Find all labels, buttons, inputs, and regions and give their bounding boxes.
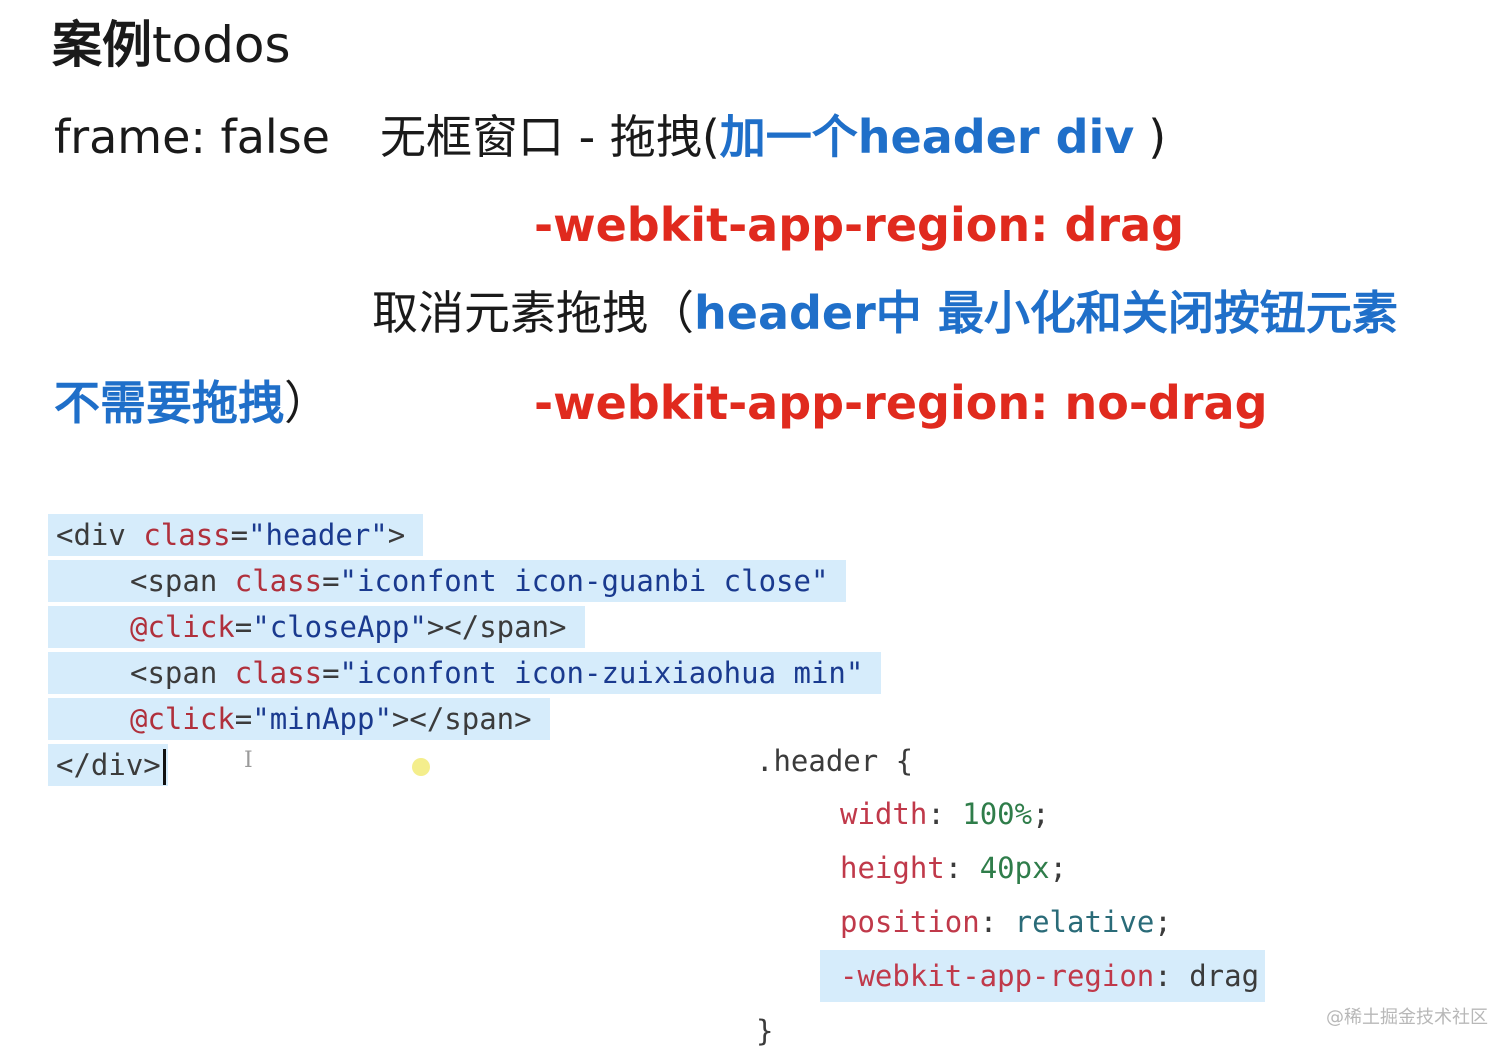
css-line-position: position: relative; xyxy=(840,905,1172,939)
code-line-2: <span class="iconfont icon-guanbi close" xyxy=(48,560,847,602)
frameless-text: 无框窗口 - 拖拽( xyxy=(380,110,720,164)
header-div-note: 加一个header div xyxy=(719,110,1135,164)
drag-rule: -webkit-app-region: drag xyxy=(534,198,1185,252)
css-line-app-region: -webkit-app-region: drag xyxy=(820,950,1266,1002)
text-cursor xyxy=(162,749,166,785)
close-paren: ) xyxy=(1148,110,1167,164)
css-line-height: height: 40px; xyxy=(840,851,1067,885)
css-line-width: width: 100%; xyxy=(840,797,1050,831)
code-line-1: <div class="header"> xyxy=(48,514,424,556)
no-drag-note: 不需要拖拽 xyxy=(54,376,284,430)
code-line-5: @click="minApp"></span> xyxy=(48,698,550,740)
cancel-drag-text: 取消元素拖拽（ xyxy=(372,286,694,340)
code-line-6: </div> xyxy=(48,744,168,786)
buttons-note: header中 最小化和关闭按钮元素 xyxy=(694,286,1398,340)
css-close-brace: } xyxy=(756,1014,774,1048)
watermark: @稀土掘金技术社区 xyxy=(1326,1007,1488,1028)
line-frame: frame: false xyxy=(54,108,330,166)
title-strong: 案例 xyxy=(52,16,152,74)
line-frameless: 无框窗口 - 拖拽(加一个header div) xyxy=(380,108,1166,166)
line-no-drag-note: 不需要拖拽） xyxy=(54,374,330,432)
pointer-highlight-icon xyxy=(412,758,430,776)
css-selector: .header { xyxy=(756,744,914,778)
line-cancel-drag: 取消元素拖拽（header中 最小化和关闭按钮元素 xyxy=(372,284,1398,342)
ibeam-cursor-icon: I xyxy=(244,748,253,773)
page-title: 案例todos xyxy=(52,14,291,76)
code-line-4: <span class="iconfont icon-zuixiaohua mi… xyxy=(48,652,882,694)
frame-label: frame: false xyxy=(54,110,330,164)
no-drag-rule: -webkit-app-region: no-drag xyxy=(534,376,1268,430)
no-drag-paren: ） xyxy=(284,376,330,430)
title-rest: todos xyxy=(152,16,291,74)
code-line-3: @click="closeApp"></span> xyxy=(48,606,585,648)
